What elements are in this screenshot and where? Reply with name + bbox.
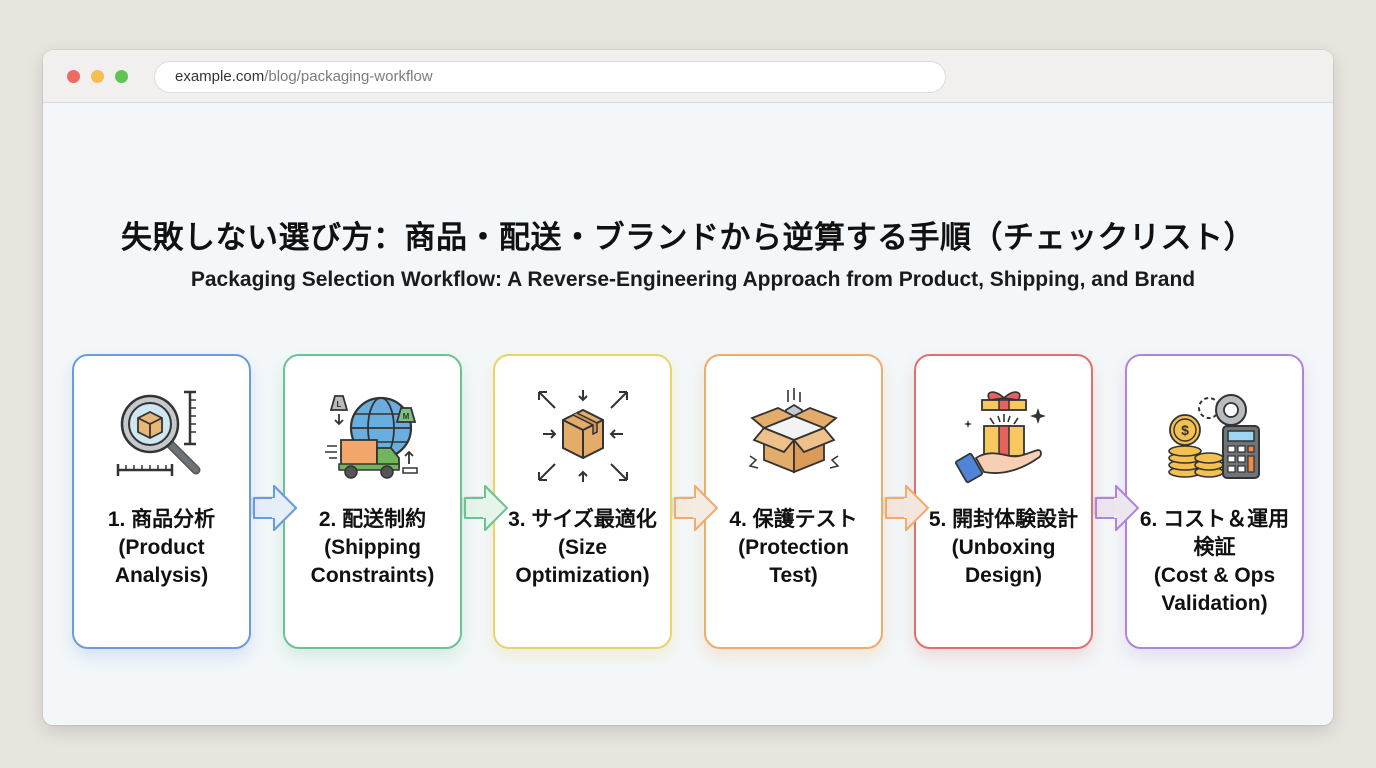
svg-text:M: M — [402, 412, 409, 421]
step-label: 2. 配送制約 (Shipping Constraints) — [310, 508, 435, 587]
flow-arrowhead-icon — [904, 485, 929, 531]
close-window-button[interactable] — [67, 70, 80, 83]
box-arrows-resize-icon — [537, 390, 628, 482]
truck-globe-weights-icon: L M — [324, 395, 418, 479]
step-card-unboxing-design[interactable]: 5. 開封体験設計 (Unboxing Design) — [914, 354, 1093, 649]
step-label: 5. 開封体験設計 (Unboxing Design) — [928, 508, 1079, 587]
step-label: 6. コスト＆運用検証 (Cost & Ops Validation) — [1139, 508, 1290, 615]
flow-arrowhead-icon — [1114, 485, 1139, 531]
browser-titlebar: example.com/blog/packaging-workflow — [43, 50, 1333, 103]
browser-window: example.com/blog/packaging-workflow 失敗しな… — [43, 50, 1333, 725]
step-card-protection-test[interactable]: 4. 保護テスト (Protection Test) — [704, 354, 883, 649]
page-title-jp: 失敗しない選び方：商品・配送・ブランドから逆算する手順（チェックリスト） — [121, 220, 1255, 255]
coins-calculator-gears-icon: $ — [1167, 394, 1260, 479]
address-bar[interactable]: example.com/blog/packaging-workflow — [154, 61, 946, 93]
gift-hand-icon — [954, 391, 1046, 484]
step-label: 1. 商品分析 (Product Analysis) — [107, 508, 216, 587]
svg-text:$: $ — [1181, 422, 1189, 438]
step-card-product-analysis[interactable]: 1. 商品分析 (Product Analysis) — [72, 354, 251, 649]
open-box-drop-test-icon — [748, 388, 839, 474]
step-card-cost-ops-validation[interactable]: $ 6. コスト＆運用検証 (Cost & Ops Validation) — [1125, 354, 1304, 649]
minimize-window-button[interactable] — [91, 70, 104, 83]
flow-arrowhead-icon — [693, 485, 718, 531]
page-subtitle-en: Packaging Selection Workflow: A Reverse-… — [190, 268, 1196, 291]
page-content: 失敗しない選び方：商品・配送・ブランドから逆算する手順（チェックリスト） Pac… — [43, 104, 1333, 725]
step-card-shipping-constraints[interactable]: L M 2. 配送制約 (Shipping Constraints) — [283, 354, 462, 649]
flow-arrowhead-icon — [272, 485, 297, 531]
step-label: 4. 保護テスト (Protection Test) — [729, 508, 858, 587]
url-path: /blog/packaging-workflow — [264, 68, 433, 85]
magnifier-box-ruler-icon — [116, 390, 200, 476]
svg-text:L: L — [336, 400, 341, 409]
maximize-window-button[interactable] — [115, 70, 128, 83]
flow-arrowhead-icon — [483, 485, 508, 531]
step-card-size-optimization[interactable]: 3. サイズ最適化 (Size Optimization) — [493, 354, 672, 649]
step-label: 3. サイズ最適化 (Size Optimization) — [508, 508, 657, 587]
url-host: example.com — [175, 68, 265, 85]
